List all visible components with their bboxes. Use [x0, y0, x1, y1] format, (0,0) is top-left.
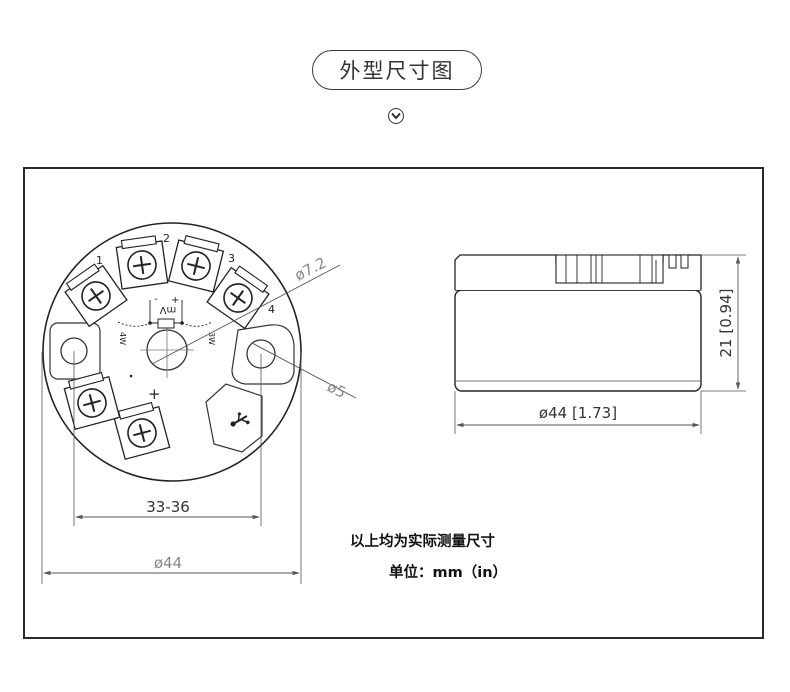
dim-side-width: ø44 [1.73] [539, 404, 617, 422]
usb-port [205, 383, 263, 453]
cross-plus-label: + [148, 385, 161, 403]
side-connector-detail [565, 255, 657, 283]
rtd-left-label: 4W [118, 332, 127, 345]
terminal-4 [206, 265, 270, 330]
note-measurement: 以上均为实际测量尺寸 [350, 534, 495, 550]
rtd-right-label: 3W [207, 332, 216, 345]
terminal-bottom-a [63, 371, 121, 431]
plus-label: + [171, 295, 179, 306]
left-mount-hole [49, 322, 101, 380]
dim-hole-dia: ø7.2 [292, 254, 330, 285]
terminal-2 [115, 235, 169, 290]
side-body [454, 289, 702, 392]
dim-mount-hole: ø5 [324, 378, 349, 403]
mv-label: mV [160, 304, 177, 315]
side-view: ø44 [1.73] 21 [0.94] [454, 254, 746, 434]
terminal-number-3: 3 [228, 252, 235, 265]
housing-outline [42, 222, 302, 482]
terminal-bottom-b [113, 401, 171, 461]
chevron-down-icon[interactable] [388, 108, 404, 124]
minus-label: - [154, 294, 158, 305]
front-view: - + mV 4W 3W + 1 2 3 4 ø7.2 ø5 33-36 ø44 [41, 222, 357, 584]
terminal-number-4: 4 [268, 303, 275, 316]
page-title: 外型尺寸图 [312, 50, 482, 90]
terminal-number-2: 2 [163, 232, 170, 245]
dim-side-height: 21 [0.94] [717, 289, 735, 358]
usb-icon [230, 411, 250, 427]
note-units: 单位：mm（in） [389, 565, 508, 581]
dim-outer-dia: ø44 [154, 554, 182, 572]
terminal-3 [167, 235, 225, 293]
mv-schematic: - + mV 4W 3W [117, 294, 216, 345]
title-text: 外型尺寸图 [339, 59, 455, 83]
dim-hole-spacing: 33-36 [146, 498, 190, 516]
drawing-frame [23, 167, 764, 639]
terminal-1 [64, 263, 128, 328]
terminal-number-1: 1 [96, 254, 103, 267]
right-mount-hole [231, 324, 295, 385]
